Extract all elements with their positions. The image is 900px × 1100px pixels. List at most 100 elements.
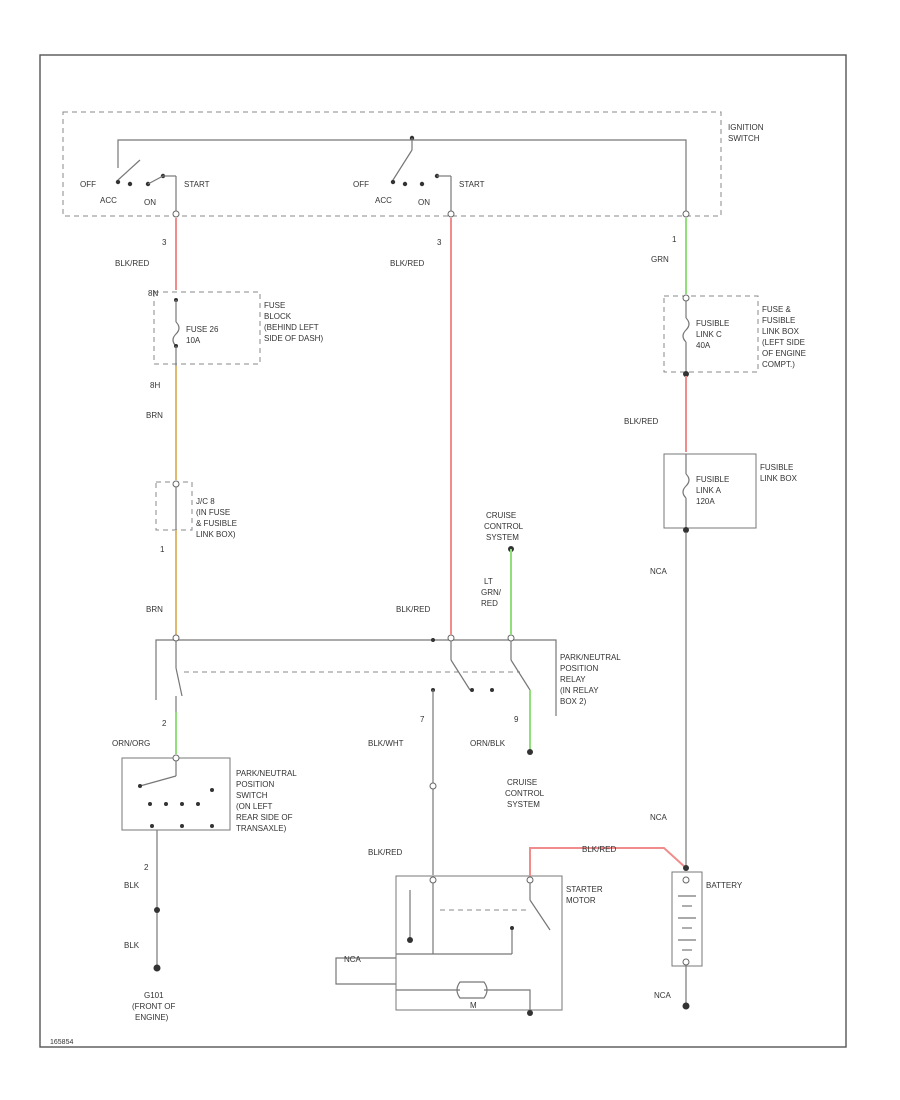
relay-label-2: POSITION xyxy=(560,664,598,673)
pn-switch-label-1: PARK/NEUTRAL xyxy=(236,769,297,778)
fuse-block-label-1: FUSE xyxy=(264,301,285,310)
sw1-on: ON xyxy=(144,198,156,207)
ground-label-3: ENGINE) xyxy=(135,1013,169,1022)
relay-label-4: (IN RELAY xyxy=(560,686,599,695)
right-pin-1: 1 xyxy=(672,235,677,244)
sw2-on: ON xyxy=(418,198,430,207)
ign-connector-right xyxy=(682,210,690,218)
right-wire-nca-label-1: NCA xyxy=(650,567,668,576)
cruise-wire-label-1: LT xyxy=(484,577,493,586)
pn-switch-label-6: TRANSAXLE) xyxy=(236,824,287,833)
sw2-acc: ACC xyxy=(375,196,392,205)
left-wire-blkred-label: BLK/RED xyxy=(115,259,149,268)
battery-wire-out-label: NCA xyxy=(654,991,672,1000)
ignition-switch-box xyxy=(62,111,722,217)
ignition-switch-2: OFF ACC ON START xyxy=(353,149,485,212)
ignition-bus xyxy=(117,139,687,212)
fusible-c-name-2: LINK C xyxy=(696,330,722,339)
ground-wire-label-2: BLK xyxy=(124,941,140,950)
jc8-label-1: J/C 8 xyxy=(196,497,215,506)
fuse-block-label-2: BLOCK xyxy=(264,312,292,321)
fusible-c-label-1: FUSE & xyxy=(762,305,792,314)
wire-blkwht-label: BLK/WHT xyxy=(368,739,404,748)
sw1-off: OFF xyxy=(80,180,96,189)
fusible-c-name-3: 40A xyxy=(696,341,711,350)
ground-label-2: (FRONT OF xyxy=(132,1002,176,1011)
fusible-link-c-box xyxy=(663,295,759,373)
relay-label-1: PARK/NEUTRAL xyxy=(560,653,621,662)
fuse-block-label-4: SIDE OF DASH) xyxy=(264,334,323,343)
fusible-c-label-5: OF ENGINE xyxy=(762,349,806,358)
sw1-acc: ACC xyxy=(100,196,117,205)
fuse-block-pin-bottom: 8H xyxy=(150,381,160,390)
ground-wire-label-1: BLK xyxy=(124,881,140,890)
relay-wire-in-mid-label: BLK/RED xyxy=(396,605,430,614)
mid-pin-3: 3 xyxy=(437,238,442,247)
battery-box xyxy=(671,871,703,967)
right-wire-blkred-label: BLK/RED xyxy=(624,417,658,426)
fusible-a-name-1: FUSIBLE xyxy=(696,475,729,484)
fusible-c-label-3: LINK BOX xyxy=(762,327,800,336)
fusible-c-label-4: (LEFT SIDE xyxy=(762,338,805,347)
left-pin-3: 3 xyxy=(162,238,167,247)
relay-label-5: BOX 2) xyxy=(560,697,587,706)
wire-ornorg-label: ORN/ORG xyxy=(112,739,150,748)
jc8-label-3: & FUSIBLE xyxy=(196,519,237,528)
starter-motor-symbol xyxy=(456,981,488,999)
cruise-bottom-label-2: CONTROL xyxy=(505,789,545,798)
ign-connector-left xyxy=(172,210,180,218)
fuse-block-pin-top: 8N xyxy=(148,289,158,298)
ign-connector-mid xyxy=(447,210,455,218)
fusible-a-name-2: LINK A xyxy=(696,486,722,495)
battery-cable-label: BLK/RED xyxy=(582,845,616,854)
ignition-switch-label-2: SWITCH xyxy=(728,134,760,143)
cruise-wire-label-2: GRN/ xyxy=(481,588,502,597)
fusible-link-a-box xyxy=(663,453,757,529)
relay-pin-right: 9 xyxy=(514,715,519,724)
battery-cable-blkred xyxy=(529,847,687,876)
jc8-pin: 1 xyxy=(160,545,165,554)
jc8-label-4: LINK BOX) xyxy=(196,530,236,539)
fuse-block-label-3: (BEHIND LEFT xyxy=(264,323,319,332)
ignition-switch-1: OFF ACC ON START xyxy=(80,159,210,212)
cruise-top-label-1: CRUISE xyxy=(486,511,516,520)
cruise-wire-label-3: RED xyxy=(481,599,498,608)
cruise-top-label-3: SYSTEM xyxy=(486,533,519,542)
starter-nca-label: NCA xyxy=(344,955,362,964)
fuse-26-line-1: FUSE 26 xyxy=(186,325,219,334)
starter-label-2: MOTOR xyxy=(566,896,596,905)
ignition-switch-label-1: IGNITION xyxy=(728,123,764,132)
fusible-a-label-2: LINK BOX xyxy=(760,474,798,483)
sw1-start: START xyxy=(184,180,210,189)
sw2-off: OFF xyxy=(353,180,369,189)
relay-box-outline xyxy=(155,639,557,716)
fusible-a-label-1: FUSIBLE xyxy=(760,463,793,472)
starter-motor-box xyxy=(395,875,563,1011)
cruise-bottom-label-3: SYSTEM xyxy=(507,800,540,809)
starter-m-label: M xyxy=(470,1001,477,1010)
pn-switch-label-4: (ON LEFT xyxy=(236,802,273,811)
fuse-26-line-2: 10A xyxy=(186,336,201,345)
fuse-block-box xyxy=(153,291,261,365)
starter-nca-loop xyxy=(335,957,396,985)
ground-label-1: G101 xyxy=(144,991,164,1000)
ground-terminal xyxy=(153,964,161,972)
starter-wire-in-label: BLK/RED xyxy=(368,848,402,857)
cruise-top-label-2: CONTROL xyxy=(484,522,524,531)
left-wire-brn-2-label: BRN xyxy=(146,605,163,614)
battery-label: BATTERY xyxy=(706,881,743,890)
diagram-frame xyxy=(39,54,847,1048)
fusible-c-name-1: FUSIBLE xyxy=(696,319,729,328)
sw2-start: START xyxy=(459,180,485,189)
fuse-26-symbol xyxy=(172,321,180,347)
relay-pin-mid: 7 xyxy=(420,715,425,724)
right-wire-nca-label-2: NCA xyxy=(650,813,668,822)
pn-switch-label-2: POSITION xyxy=(236,780,274,789)
right-wire-grn-label: GRN xyxy=(651,255,669,264)
wire-ornblk-label: ORN/BLK xyxy=(470,739,506,748)
footer-code: 165854 xyxy=(50,1039,73,1046)
fusible-a-name-3: 120A xyxy=(696,497,715,506)
pn-switch-label-5: REAR SIDE OF xyxy=(236,813,293,822)
mid-wire-blkred-label: BLK/RED xyxy=(390,259,424,268)
relay-label-3: RELAY xyxy=(560,675,586,684)
